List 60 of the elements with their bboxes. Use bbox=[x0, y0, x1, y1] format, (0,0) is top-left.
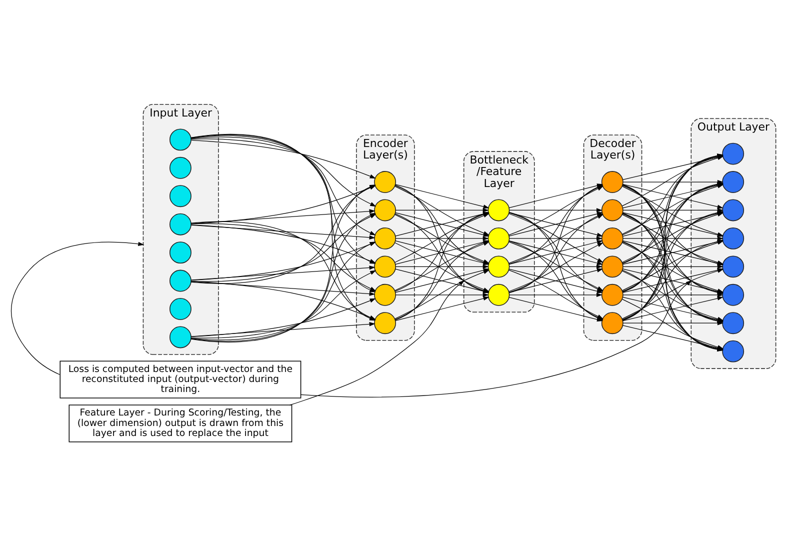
node-circle bbox=[374, 199, 396, 222]
arrow bbox=[622, 292, 724, 297]
arrow bbox=[395, 184, 490, 209]
arrow bbox=[190, 224, 376, 240]
node-circle bbox=[722, 142, 744, 165]
node-circle bbox=[601, 256, 624, 278]
node-circle bbox=[169, 326, 192, 348]
arrow bbox=[509, 292, 602, 297]
node-circle bbox=[722, 340, 744, 362]
node-circle bbox=[488, 227, 510, 250]
arrow bbox=[190, 140, 376, 178]
node-circle bbox=[169, 185, 192, 208]
arrow bbox=[395, 264, 489, 269]
node-circle bbox=[601, 227, 624, 250]
node-box: Loss is computed between input-vector and the reconstituted input (output-vector) during training. bbox=[60, 360, 302, 398]
arrow bbox=[395, 296, 490, 322]
node-circle bbox=[169, 298, 192, 320]
node-circle bbox=[722, 312, 744, 334]
node-circle bbox=[374, 227, 396, 250]
node-circle bbox=[374, 171, 396, 193]
node-circle bbox=[169, 156, 192, 179]
node-circle bbox=[169, 242, 192, 264]
cluster: Input Layer bbox=[142, 104, 219, 355]
node-circle bbox=[488, 256, 510, 278]
node-circle bbox=[488, 199, 510, 222]
node-circle bbox=[374, 312, 396, 334]
node-circle bbox=[722, 284, 744, 306]
arrow bbox=[509, 236, 602, 241]
arrow bbox=[622, 236, 724, 241]
cluster: Output Layer bbox=[690, 118, 776, 369]
node-circle bbox=[722, 227, 744, 250]
node-circle bbox=[374, 284, 396, 306]
node-circle bbox=[169, 270, 192, 292]
node-circle bbox=[169, 213, 192, 236]
node-circle bbox=[601, 171, 624, 193]
node-circle bbox=[722, 256, 744, 278]
node-box: Feature Layer - During Scoring/Testing, the (lower dimension) output is drawn from this layer and is used to replace the input bbox=[68, 404, 292, 442]
arrow bbox=[509, 264, 602, 269]
node-circle bbox=[601, 284, 624, 306]
arrow bbox=[300, 280, 692, 398]
node-circle bbox=[374, 256, 396, 278]
arrow bbox=[395, 236, 489, 241]
arrow bbox=[509, 208, 602, 212]
arrow bbox=[10, 242, 144, 375]
node-circle bbox=[488, 284, 510, 306]
node-circle bbox=[601, 199, 624, 222]
arrow bbox=[190, 266, 376, 280]
arrow bbox=[395, 208, 489, 212]
node-circle bbox=[722, 171, 744, 193]
arrow bbox=[289, 280, 465, 406]
arrow bbox=[622, 264, 724, 269]
arrow bbox=[395, 292, 489, 297]
node-circle bbox=[169, 128, 192, 151]
cluster: Encoder Layer(s) bbox=[356, 134, 415, 341]
node-circle bbox=[722, 199, 744, 222]
cluster: Bottleneck /Feature Layer bbox=[463, 151, 535, 313]
cluster: Decoder Layer(s) bbox=[583, 134, 642, 341]
node-circle bbox=[601, 312, 624, 334]
arrow bbox=[190, 322, 376, 337]
arrow bbox=[622, 321, 724, 326]
